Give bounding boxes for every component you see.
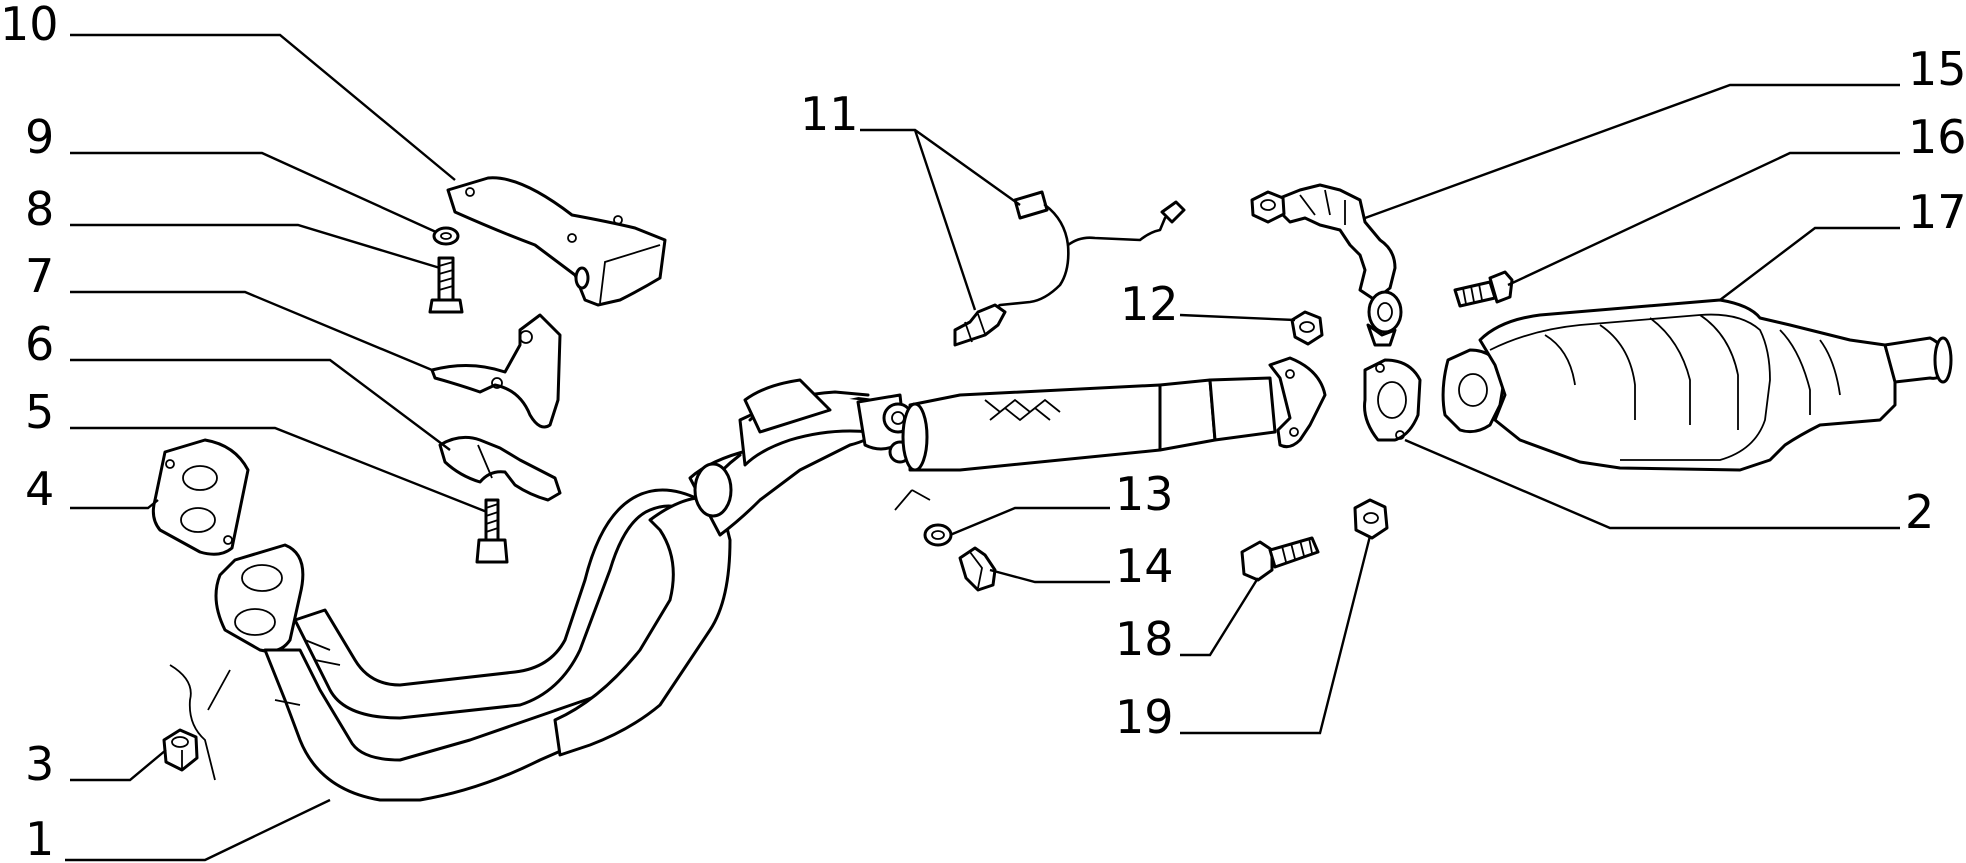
- part-8-bolt: [428, 256, 464, 314]
- leader-lines: [65, 33, 1900, 862]
- callout-12: 12: [1120, 277, 1179, 331]
- part-6-clamp: [438, 435, 562, 502]
- part-9-washer: [432, 226, 460, 246]
- part-5-bolt: [475, 498, 509, 564]
- callout-9: 9: [25, 110, 54, 164]
- callout-16: 16: [1908, 110, 1966, 164]
- callout-8: 8: [25, 182, 54, 236]
- part-11-oxygen-sensor: [953, 190, 1186, 347]
- callout-15: 15: [1908, 42, 1966, 96]
- callout-10: 10: [0, 0, 59, 51]
- brace-markers: [169, 489, 931, 781]
- part-10-bracket: [446, 176, 667, 307]
- part-15-hanger: [1250, 183, 1403, 347]
- part-13-washer: [923, 523, 953, 547]
- part-12-nut: [1290, 310, 1324, 346]
- callout-19: 19: [1115, 690, 1174, 744]
- callout-3: 3: [25, 737, 54, 791]
- part-17-catalytic-converter: [1441, 298, 1953, 472]
- part-2-gasket: [1363, 358, 1422, 442]
- callout-13: 13: [1115, 467, 1174, 521]
- part-7-clamp: [430, 313, 562, 429]
- part-4-gasket: [151, 438, 250, 556]
- part-14-plug: [958, 546, 997, 592]
- part-18-bolt: [1240, 536, 1320, 582]
- callout-18: 18: [1115, 612, 1174, 666]
- callout-4: 4: [25, 462, 54, 516]
- part-3-nut: [162, 728, 199, 772]
- callout-7: 7: [25, 249, 54, 303]
- part-1-front-pipe: [214, 356, 1327, 802]
- callout-2: 2: [1905, 485, 1934, 539]
- callout-5: 5: [25, 385, 54, 439]
- callout-11: 11: [800, 87, 859, 141]
- callout-17: 17: [1908, 185, 1966, 239]
- callout-6: 6: [25, 317, 54, 371]
- part-19-nut: [1353, 498, 1389, 540]
- part-16-bolt: [1453, 270, 1514, 308]
- callout-1: 1: [25, 812, 54, 863]
- callout-14: 14: [1115, 539, 1174, 593]
